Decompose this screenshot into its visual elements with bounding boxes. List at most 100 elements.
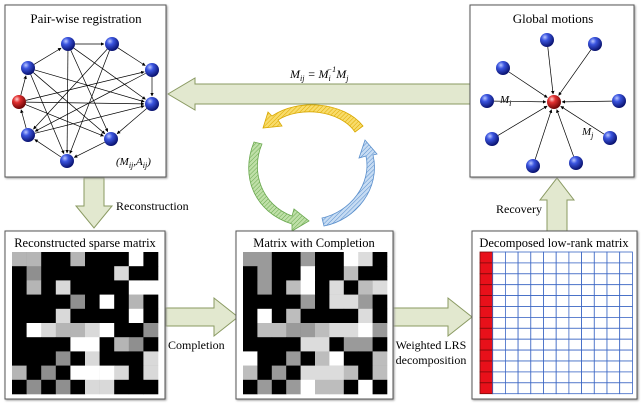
matrix-cell (114, 379, 130, 395)
matrix-cell (329, 308, 345, 324)
matrix-cell (257, 323, 273, 338)
lowrank-cell (606, 349, 621, 362)
lowrank-cell (581, 349, 595, 362)
matrix-cell (55, 365, 71, 381)
matrix-cell (26, 351, 42, 366)
lowrank-cell (581, 295, 595, 307)
matrix-cell (12, 280, 27, 295)
matrix-cell (257, 379, 273, 395)
matrix-cell (358, 308, 373, 324)
lowrank-cell (530, 371, 544, 384)
matrix-cell (128, 280, 144, 295)
matrix-cell (85, 294, 100, 310)
matrix-cell (99, 266, 115, 281)
lowrank-cell (504, 295, 519, 307)
matrix-cell (70, 379, 86, 395)
sparse-matrix (12, 252, 159, 395)
matrix-cell (372, 351, 388, 366)
lowrank-cell (593, 382, 608, 395)
weighted-lrs-arrow (391, 296, 473, 338)
matrix-cell (99, 379, 115, 395)
completed-title: Matrix with Completion (253, 236, 375, 250)
lowrank-cell (492, 360, 506, 373)
matrix-cell (343, 323, 359, 338)
lowrank-cell (492, 338, 506, 351)
lowrank-cell (593, 316, 608, 329)
lowrank-cell (568, 338, 583, 351)
pairwise-edge (34, 69, 145, 103)
matrix-cell (315, 323, 330, 338)
lowrank-cell (568, 284, 583, 297)
matrix-cell (114, 323, 130, 338)
matrix-cell (41, 294, 57, 310)
matrix-cell (286, 365, 301, 381)
matrix-cell (343, 337, 359, 352)
matrix-cell (243, 294, 258, 310)
lowrank-cell (504, 273, 519, 286)
matrix-cell (358, 252, 373, 267)
lowrank-cell (517, 360, 532, 373)
pose-node (612, 94, 626, 108)
completed-matrix (243, 252, 388, 395)
matrix-cell (143, 365, 159, 381)
lowrank-cell (593, 295, 608, 307)
matrix-cell (300, 351, 316, 366)
matrix-cell (315, 308, 330, 324)
matrix-cell (300, 294, 316, 310)
matrix-cell (271, 280, 287, 295)
matrix-cell (70, 365, 86, 381)
lowrank-cell (504, 371, 519, 384)
matrix-cell (12, 294, 27, 310)
matrix-cell (26, 280, 42, 295)
matrix-cell (300, 252, 316, 267)
matrix-cell (99, 294, 115, 310)
lowrank-cell (517, 327, 532, 340)
matrix-cell (315, 294, 330, 310)
lowrank-cell (492, 371, 506, 384)
lowrank-cell (543, 360, 557, 373)
matrix-cell (243, 365, 258, 381)
matrix-cell (329, 294, 345, 310)
lowrank-cell (504, 262, 519, 275)
pairwise-edge (69, 50, 110, 154)
lowrank-cell (555, 262, 570, 275)
lowrank-cell (530, 262, 544, 275)
matrix-cell (271, 266, 287, 281)
lowrank-cell (568, 316, 583, 329)
matrix-cell (55, 337, 71, 352)
matrix-cell (271, 351, 287, 366)
pairwise-edge (116, 108, 147, 135)
lowrank-cell-red (479, 360, 494, 373)
matrix-cell (70, 308, 86, 324)
matrix-cell (358, 337, 373, 352)
matrix-cell (26, 252, 42, 267)
pose-node (21, 61, 35, 75)
matrix-cell (55, 379, 71, 395)
pose-node (60, 154, 74, 168)
lowrank-cell (543, 251, 557, 264)
matrix-cell (315, 280, 330, 295)
lowrank-cell (619, 251, 633, 264)
lowrank-cell (568, 295, 583, 307)
lowrank-cell (593, 360, 608, 373)
matrix-cell (329, 337, 345, 352)
matrix-cell (271, 252, 287, 267)
matrix-cell (343, 365, 359, 381)
lowrank-cell (568, 360, 583, 373)
formula-label: Mij = Mi−1Mj (289, 65, 349, 83)
lowrank-cell-red (479, 316, 494, 329)
lowrank-cell (619, 316, 633, 329)
matrix-cell (143, 351, 159, 366)
lowrank-cell (517, 262, 532, 275)
matrix-cell (286, 308, 301, 324)
lowrank-cell (619, 262, 633, 275)
matrix-cell (257, 308, 273, 324)
global-edge (493, 100, 547, 104)
matrix-cell (286, 323, 301, 338)
pose-node (526, 159, 540, 173)
pairwise-edges (20, 42, 154, 158)
matrix-cell (271, 323, 287, 338)
reconstruction-arrow (74, 177, 114, 229)
lowrank-grid (479, 251, 633, 395)
lowrank-cell (517, 382, 532, 395)
